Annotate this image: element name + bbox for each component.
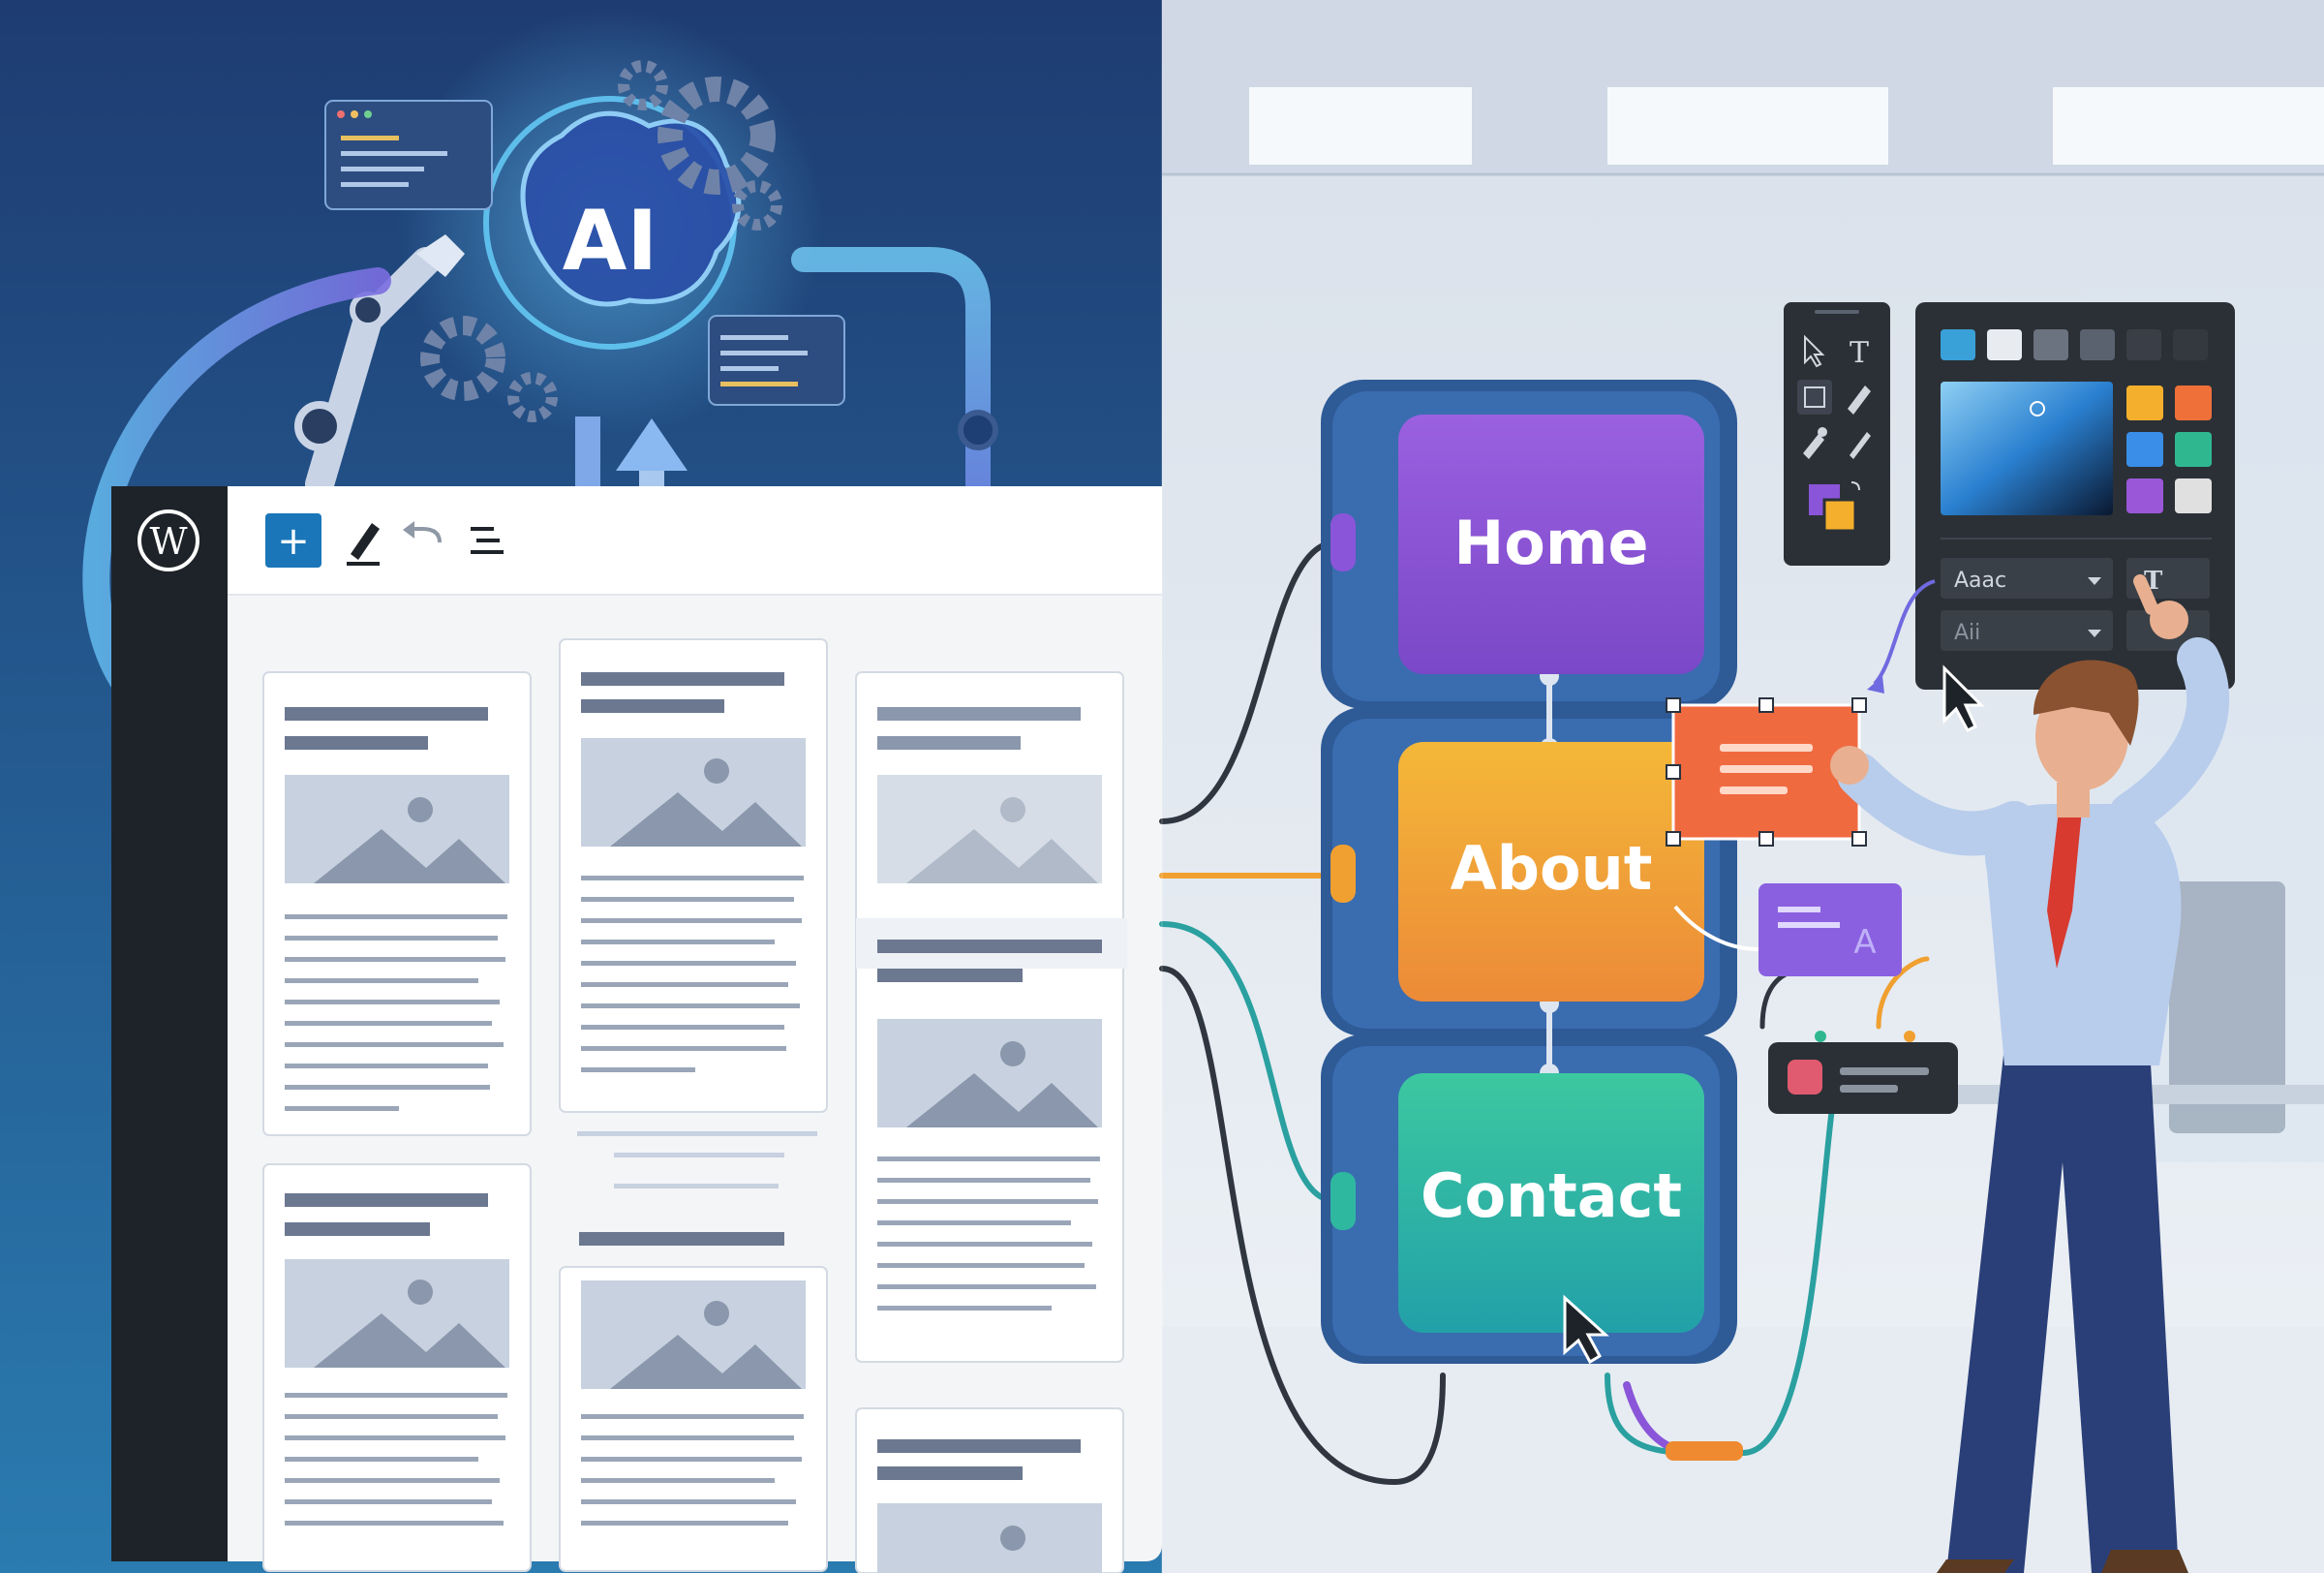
- wordpress-logo-icon: W: [138, 509, 199, 571]
- nav-button-about-label: About: [1451, 833, 1653, 904]
- text-card-widget[interactable]: A: [1758, 883, 1902, 976]
- mouse-cursor-icon: [1563, 1294, 1609, 1365]
- robot-arm: [294, 234, 465, 499]
- add-block-symbol: +: [277, 519, 310, 564]
- font-size-select[interactable]: Aii: [1941, 610, 2113, 651]
- nav-button-about[interactable]: About: [1398, 742, 1704, 1002]
- link-arrow-icon: [1873, 579, 1936, 686]
- content-card[interactable]: [855, 1407, 1124, 1573]
- content-card[interactable]: [855, 671, 1127, 1363]
- brush-tool-icon[interactable]: [1850, 432, 1871, 459]
- drag-arrow-icon: [1673, 905, 1759, 951]
- font-family-select-value: Aaac: [1954, 569, 2006, 593]
- nav-button-contact[interactable]: Contact: [1398, 1073, 1704, 1333]
- code-window-icon: [708, 315, 845, 406]
- control-widget[interactable]: [1768, 1031, 1958, 1114]
- content-card[interactable]: [559, 1232, 828, 1572]
- content-card[interactable]: [262, 671, 532, 1136]
- add-block-button[interactable]: +: [265, 513, 321, 568]
- nav-button-home[interactable]: Home: [1398, 415, 1704, 674]
- list-view-icon[interactable]: [471, 527, 504, 554]
- svg-text:T: T: [1850, 336, 1869, 370]
- ai-badge-label: AI: [563, 193, 658, 290]
- designer-person: [1830, 574, 2230, 1573]
- text-tool-icon[interactable]: T: [1850, 336, 1869, 370]
- sitemap-cables: [1159, 540, 1930, 1486]
- flow-arrow-right: [791, 247, 991, 632]
- arrow-head-icon: [1867, 676, 1884, 694]
- rectangle-tool-icon[interactable]: [1797, 380, 1832, 415]
- select-tool-icon[interactable]: [1804, 334, 1825, 368]
- pencil-edit-icon[interactable]: [347, 523, 380, 566]
- svg-text:A: A: [1853, 923, 1876, 962]
- mouse-cursor-icon: [1942, 664, 1985, 732]
- pen-tool-icon[interactable]: [1848, 386, 1871, 415]
- eyedropper-tool-icon[interactable]: [1803, 427, 1827, 459]
- content-card[interactable]: [559, 638, 828, 1188]
- wordpress-logo-letter: W: [149, 520, 187, 563]
- palette-swatches[interactable]: [2126, 386, 2212, 513]
- swatch-row[interactable]: [1941, 329, 2208, 360]
- gear-icon: [420, 60, 782, 422]
- chevron-down-icon: [2088, 630, 2101, 637]
- nav-button-home-label: Home: [1453, 508, 1648, 578]
- undo-icon[interactable]: [403, 521, 442, 543]
- color-fill-swap-icon[interactable]: [1809, 481, 1860, 533]
- chevron-down-icon: [2088, 577, 2101, 585]
- content-card[interactable]: [262, 1163, 532, 1572]
- nav-button-contact-label: Contact: [1421, 1160, 1682, 1231]
- font-size-select-value: Aii: [1954, 621, 1980, 645]
- code-window-icon: [324, 100, 493, 210]
- font-family-select[interactable]: Aaac: [1941, 558, 2113, 599]
- selected-text-block[interactable]: [1666, 697, 1867, 847]
- color-picker-field[interactable]: [1941, 382, 2113, 515]
